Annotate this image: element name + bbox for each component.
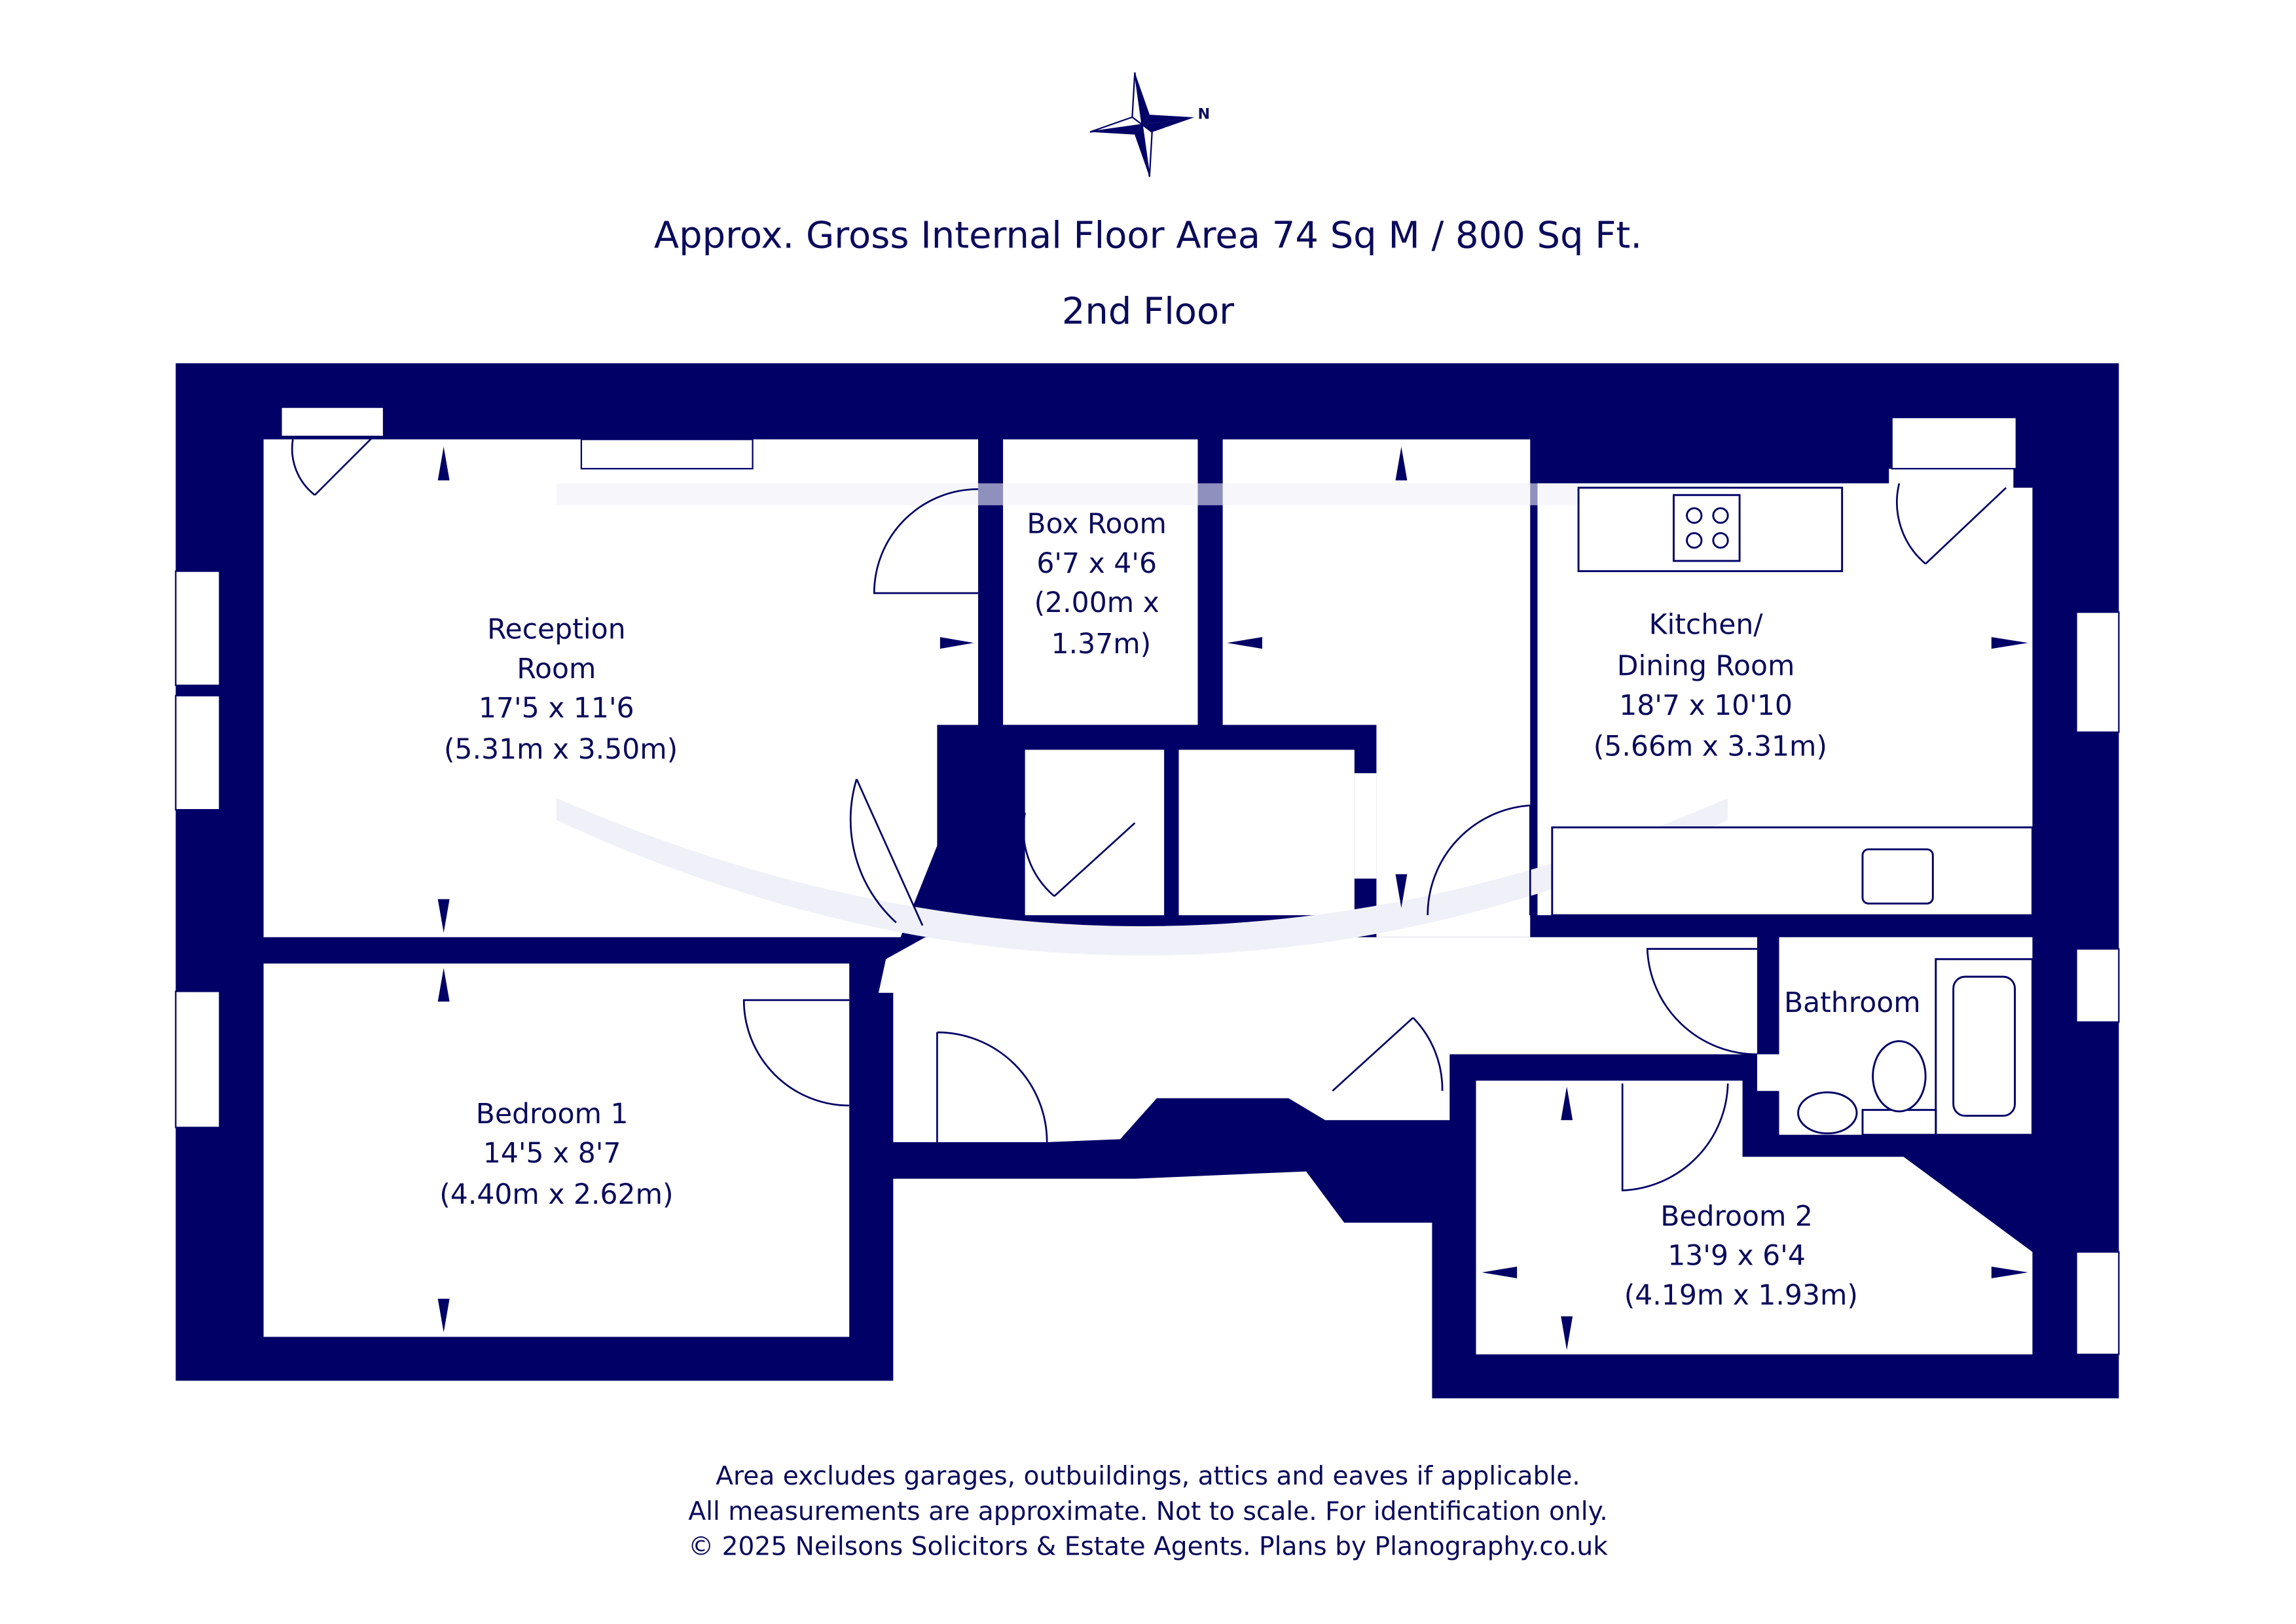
cupboard-2-recess [1354, 773, 1377, 879]
kitchen-area [1537, 469, 2033, 916]
kitchen-worktop [1551, 826, 2033, 916]
windows [175, 406, 2120, 1356]
bath-icon [1935, 958, 2033, 1136]
cupboard-2 [1178, 749, 1355, 916]
reception-room-area [263, 439, 979, 937]
bedroom2-label: Bedroom 2 13'9 x 6'4 (4.19m x 1.93m) [1624, 1200, 1858, 1312]
toilet-icon [1861, 1040, 1937, 1136]
floor-area-title: Approx. Gross Internal Floor Area 74 Sq … [654, 214, 1642, 257]
bedroom2-area [1476, 1080, 2033, 1355]
door-swings [291, 435, 2007, 1192]
bedroom1-area [263, 963, 850, 1337]
box-room-wall [1197, 439, 1223, 725]
compass-north-label: N [1198, 105, 1211, 122]
bedroom1-label: Bedroom 1 14'5 x 8'7 (4.40m x 2.62m) [439, 1098, 673, 1211]
box-room-area [1003, 439, 1198, 725]
box-room-label: Box Room 6'7 x 4'6 (2.00m x 1.37m) [1027, 508, 1175, 660]
watermark-logo [556, 483, 1728, 956]
kitchen-dining-label: Kitchen/ Dining Room 18'7 x 10'10 (5.66m… [1594, 609, 1827, 763]
dimension-arrows [224, 446, 2028, 1350]
basin-icon [1797, 1091, 1858, 1134]
compass-icon [1089, 72, 1195, 177]
floor-name: 2nd Floor [1062, 291, 1234, 333]
bathroom-label: Bathroom [1784, 987, 1921, 1019]
footer-copyright: © 2025 Neilsons Solicitors & Estate Agen… [688, 1532, 1608, 1562]
footer-disclaimer-1: Area excludes garages, outbuildings, att… [716, 1462, 1580, 1491]
footer-disclaimer-2: All measurements are approximate. Not to… [688, 1497, 1607, 1526]
hall-area [878, 937, 1757, 1142]
reception-room-label: Reception Room 17'5 x 11'6 (5.31m x 3.50… [444, 613, 678, 765]
hob-icon [1672, 494, 1741, 562]
cupboard-1 [1025, 749, 1165, 916]
sink-icon [1861, 848, 1934, 905]
